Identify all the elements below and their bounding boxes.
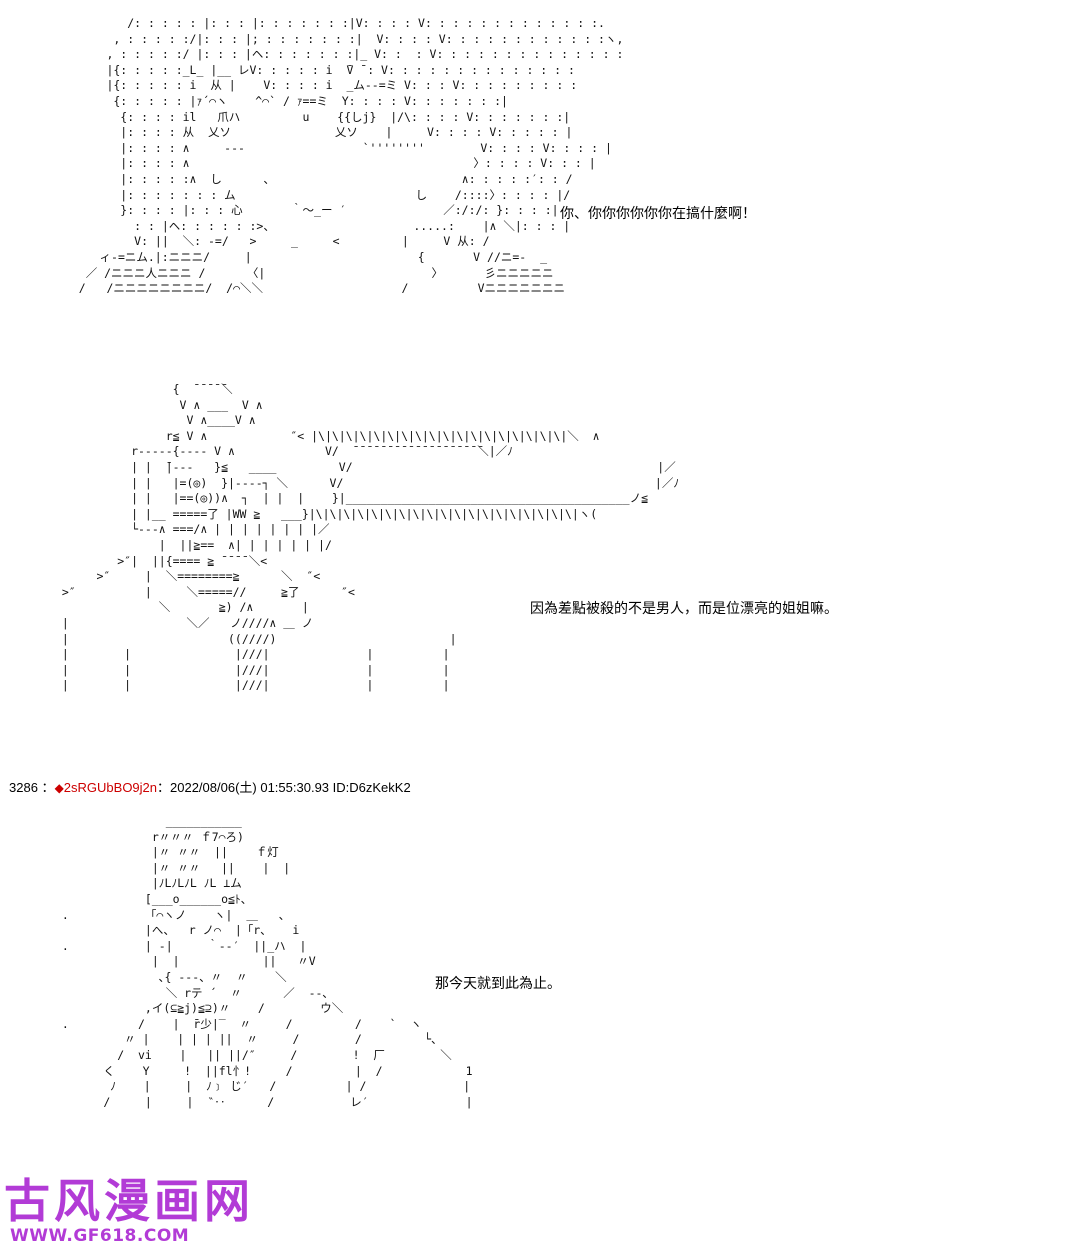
trip-diamond-icon: ◆: [54, 781, 64, 795]
post-number[interactable]: 3286: [9, 780, 38, 795]
ascii-art-panel-2: { ̄ ̄ ̄ ̄ ̄＼ V ∧ ___ V ∧ V ∧____V ∧ r≦ V…: [61, 382, 680, 693]
poster-id: ID:D6zKekK2: [332, 780, 411, 795]
post-datetime: ：2022/08/06(土) 01:55:30.93: [157, 780, 330, 795]
ascii-art-panel-1: /: : : : : |: : : |: : : : : : :|V: : : …: [78, 16, 624, 296]
post-header: 3286 ：◆2sRGUbBO9j2n：2022/08/06(土) 01:55:…: [9, 777, 411, 796]
watermark-url: WWW.GF618.COM: [10, 1226, 190, 1246]
watermark-logo-text: 古风漫画网: [4, 1174, 254, 1228]
speech-text-3: 那今天就到此為止。: [435, 976, 561, 992]
site-watermark: 古风漫画网 WWW.GF618.COM: [4, 1174, 254, 1246]
speech-text-2: 因為差點被殺的不是男人，而是位漂亮的姐姐嘛。: [530, 601, 838, 617]
post-separator: ：: [41, 780, 55, 795]
speech-text-1: 你、你你你你你你在搞什麼啊！: [560, 206, 756, 222]
tripcode: 2sRGUbBO9j2n: [63, 780, 158, 795]
ascii-art-panel-3: ___________ r〃〃〃 ｆ7⌒ろ) |〃 〃〃 || ｆ灯 |〃 〃〃…: [61, 814, 473, 1109]
